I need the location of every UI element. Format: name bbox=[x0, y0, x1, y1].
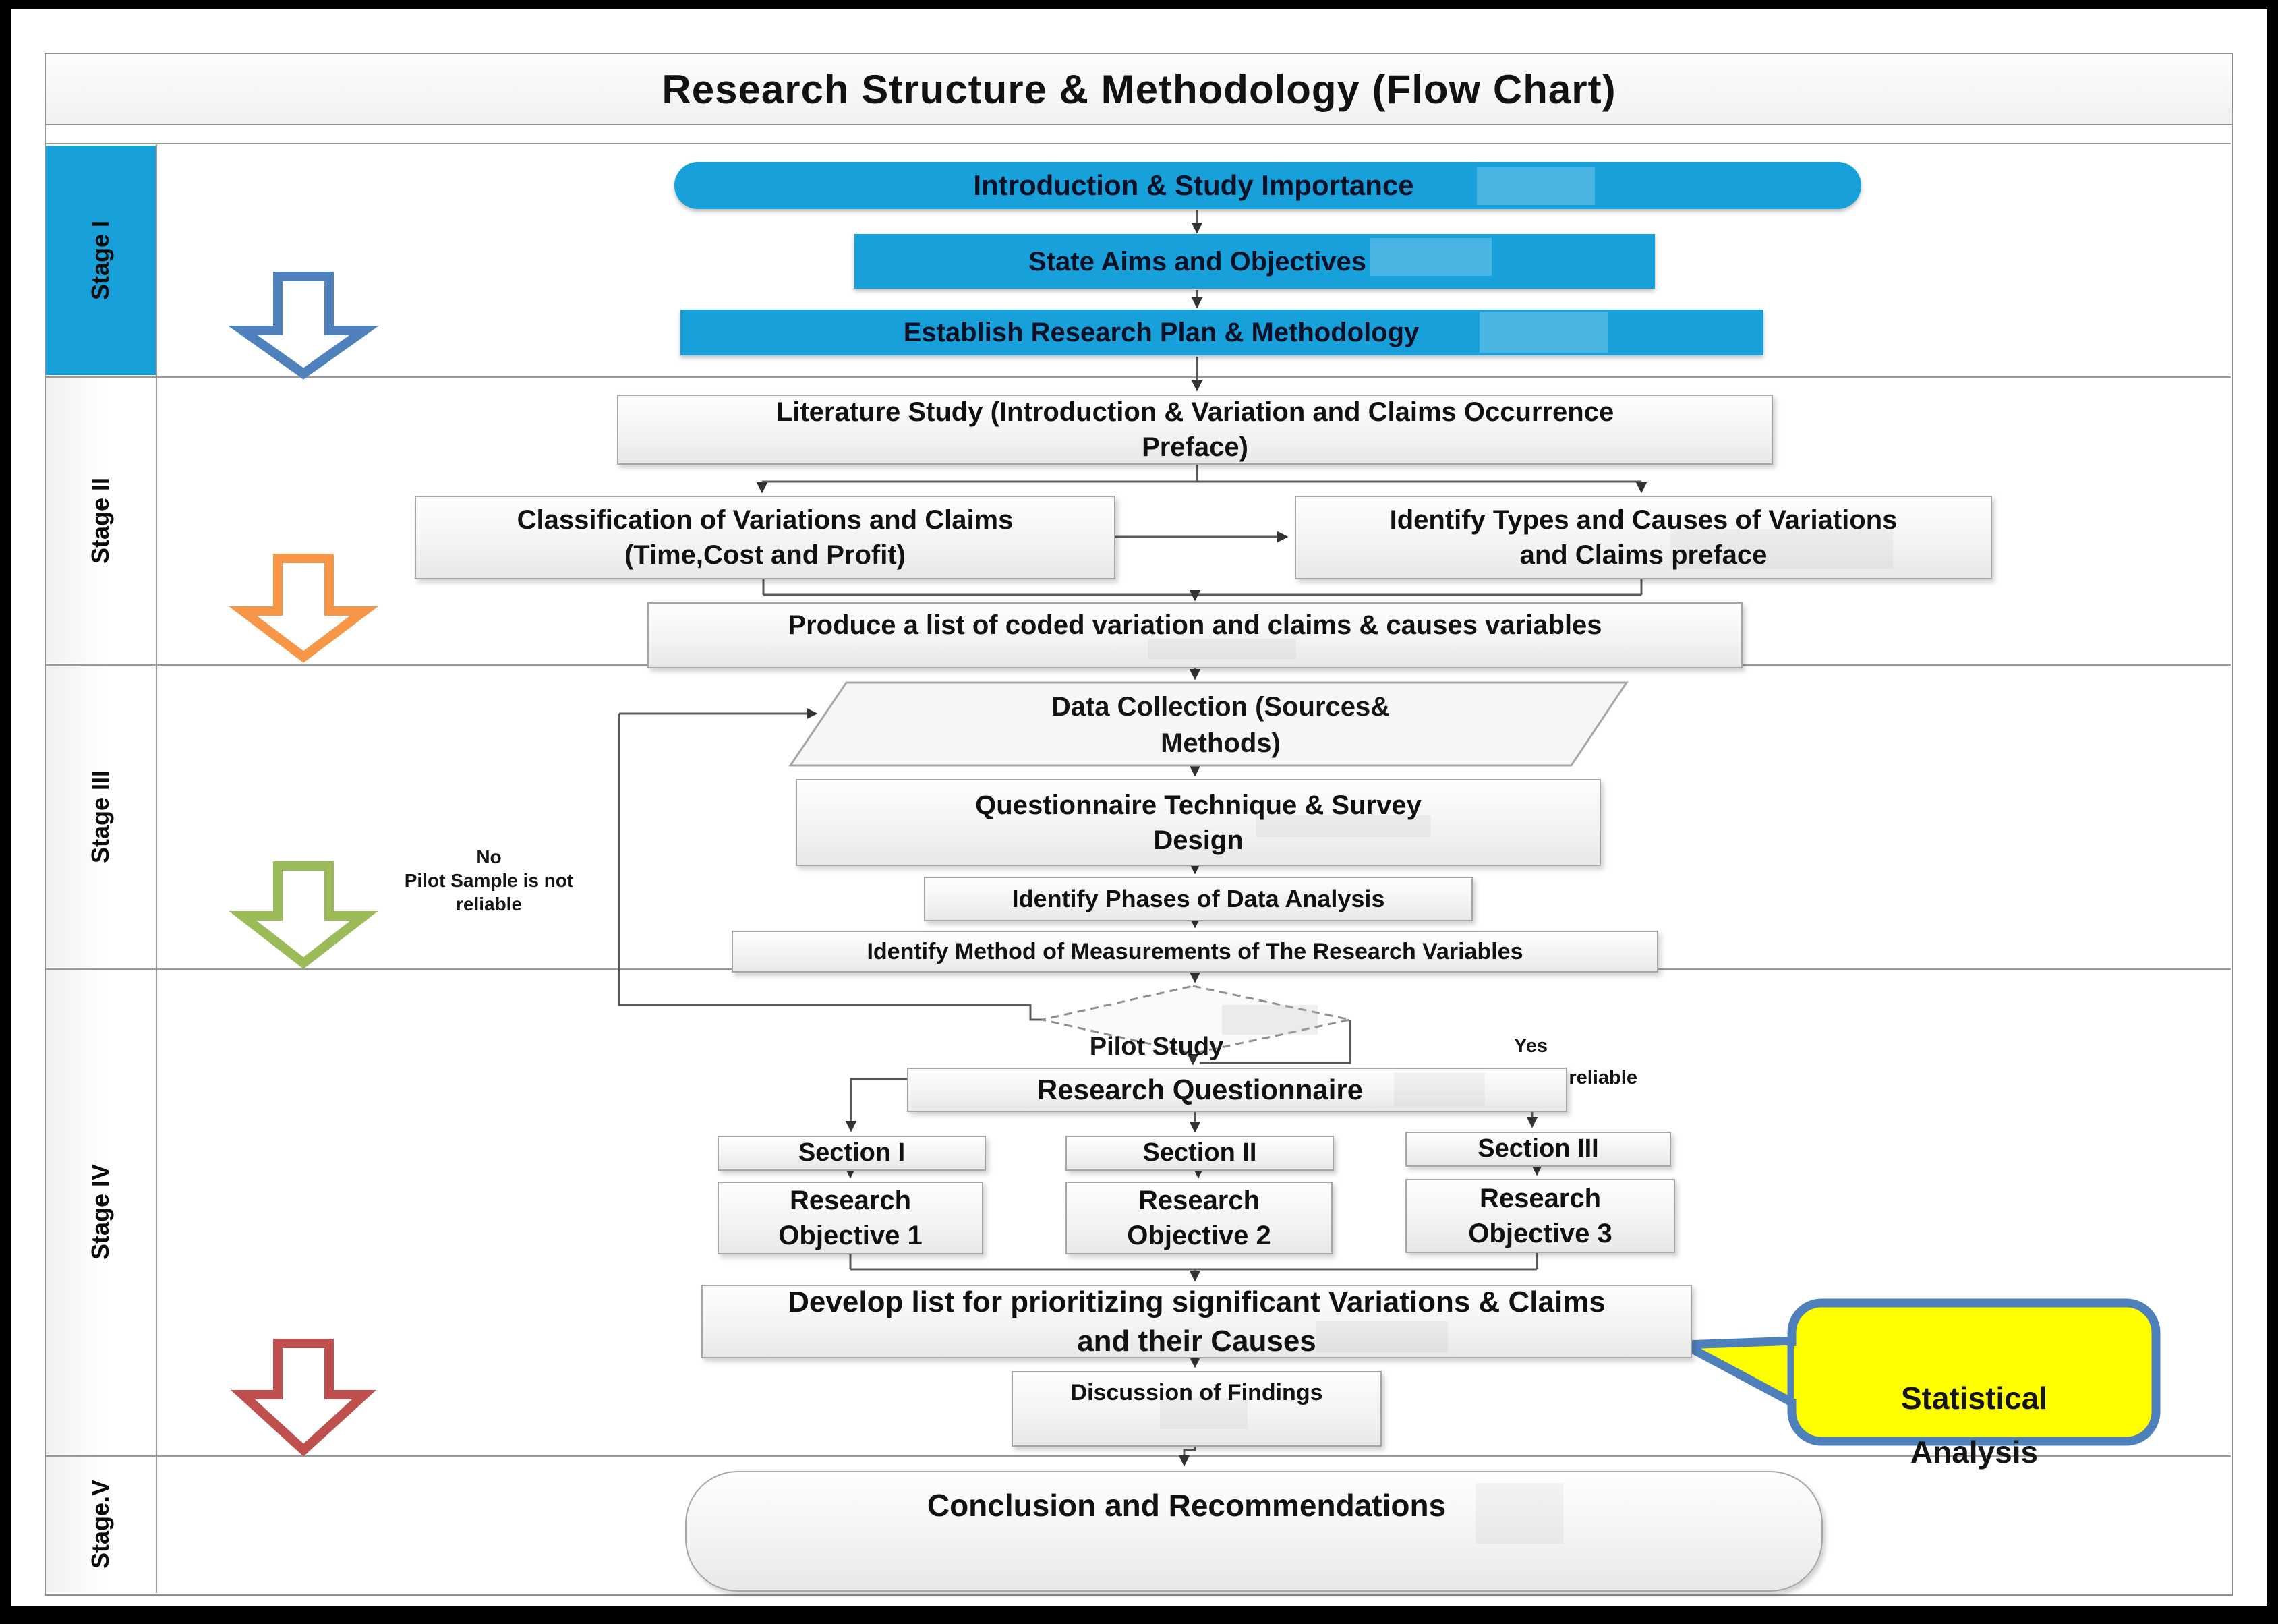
redaction-patch bbox=[1670, 529, 1893, 569]
section-1-box: Section I bbox=[718, 1136, 986, 1171]
stage-label-3: Stage III bbox=[46, 666, 156, 967]
conclusion-box: Conclusion and Recommendations bbox=[685, 1471, 1823, 1592]
data-collection-label: Data Collection (Sources& Methods) bbox=[1051, 692, 1391, 758]
title-bar: Research Structure & Methodology (Flow C… bbox=[45, 53, 2233, 125]
research-questionnaire-box: Research Questionnaire bbox=[907, 1068, 1567, 1112]
stage-label-2: Stage II bbox=[46, 378, 156, 663]
identify-phases-box: Identify Phases of Data Analysis bbox=[924, 877, 1473, 921]
statistical-analysis-label: Statistical Analysis bbox=[1900, 1380, 2048, 1470]
research-objective-2-box: Research Objective 2 bbox=[1065, 1182, 1333, 1254]
pilot-study-label: Pilot Study bbox=[1089, 1033, 1224, 1061]
develop-list-box: Develop list for prioritizing significan… bbox=[701, 1285, 1692, 1358]
stage-column-divider bbox=[156, 144, 157, 1593]
stage1-stage2-divider bbox=[46, 376, 2231, 378]
redaction-patch bbox=[1256, 815, 1431, 837]
redaction-patch bbox=[1148, 639, 1296, 659]
grid-top-border bbox=[45, 143, 2231, 144]
section-3-box: Section III bbox=[1405, 1132, 1671, 1167]
page-title: Research Structure & Methodology (Flow C… bbox=[662, 66, 1616, 112]
state-aims-box: State Aims and Objectives bbox=[854, 234, 1655, 289]
questionnaire-design-box: Questionnaire Technique & Survey Design bbox=[796, 779, 1601, 866]
identify-method-box: Identify Method of Measurements of The R… bbox=[732, 931, 1658, 973]
stage4-stage5-divider bbox=[46, 1455, 2231, 1457]
stage-label-1: Stage I bbox=[46, 146, 156, 375]
identify-types-box: Identify Types and Causes of Variations … bbox=[1295, 496, 1992, 579]
research-objective-1-box: Research Objective 1 bbox=[718, 1182, 983, 1254]
redaction-patch bbox=[1476, 1483, 1563, 1544]
stage-label-5: Stage.V bbox=[46, 1457, 156, 1592]
discussion-findings-box: Discussion of Findings bbox=[1012, 1371, 1382, 1447]
redaction-patch bbox=[1480, 312, 1608, 353]
establish-plan-box: Establish Research Plan & Methodology bbox=[680, 310, 1763, 355]
redaction-patch bbox=[1370, 238, 1492, 276]
classification-box: Classification of Variations and Claims … bbox=[415, 496, 1115, 579]
redaction-patch bbox=[1394, 1072, 1485, 1106]
produce-list-box: Produce a list of coded variation and cl… bbox=[647, 602, 1743, 668]
redaction-patch bbox=[1477, 167, 1595, 205]
redaction-patch bbox=[1160, 1398, 1248, 1429]
section-2-box: Section II bbox=[1065, 1136, 1334, 1171]
stage-label-4: Stage IV bbox=[46, 970, 156, 1454]
literature-study-box: Literature Study (Introduction & Variati… bbox=[617, 395, 1773, 465]
research-objective-3-box: Research Objective 3 bbox=[1405, 1179, 1675, 1253]
redaction-patch bbox=[1316, 1321, 1448, 1352]
no-branch-label: No Pilot Sample is not reliable bbox=[404, 846, 574, 915]
intro-pill: Introduction & Study Importance bbox=[674, 162, 1861, 209]
